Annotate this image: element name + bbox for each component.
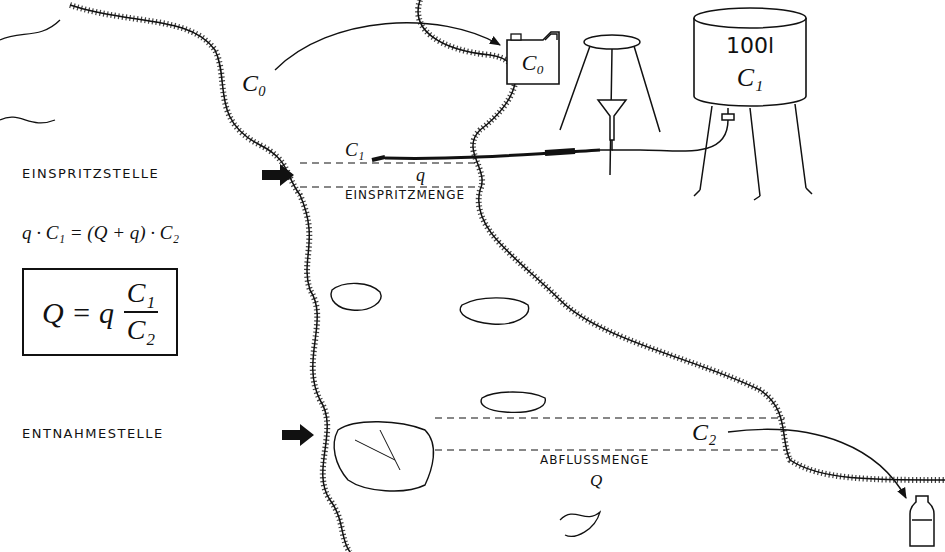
measuring-section — [435, 449, 785, 450]
section-label: EINSPRITZMENGE — [343, 189, 467, 203]
river-bank — [0, 117, 55, 123]
island — [460, 298, 528, 324]
island — [331, 283, 600, 536]
canister-outline — [511, 34, 521, 40]
fraction: C₁ C₂ — [124, 278, 158, 346]
island — [334, 422, 433, 491]
island — [481, 392, 545, 412]
concentration-label: C₂ — [690, 419, 718, 447]
sample-bottle — [910, 496, 934, 546]
injection-apparatus — [612, 108, 728, 151]
island — [355, 430, 400, 470]
concentration-label: C₁ — [343, 139, 366, 161]
location-label: EINSPRITZSTELLE — [20, 167, 161, 182]
canister-outline — [507, 32, 559, 84]
measuring-section — [300, 162, 478, 163]
injection-apparatus — [385, 150, 600, 158]
measuring-section — [300, 186, 478, 187]
fraction-bar — [124, 311, 158, 313]
injection-apparatus — [372, 157, 385, 160]
river-bank — [418, 0, 945, 480]
sample-bottle — [910, 496, 934, 546]
location-label: ENTNAHMESTELLE — [20, 427, 166, 442]
node-content: C₀ — [503, 28, 563, 88]
quantity-label: q — [414, 165, 427, 186]
sample-arrow — [275, 23, 906, 498]
formula-text: Q = q — [42, 296, 114, 329]
symbol-text: C₁ — [737, 64, 763, 93]
node-content: 100lC₁ — [690, 4, 810, 108]
canister-symbol: C₀ — [503, 28, 563, 88]
island — [331, 283, 381, 310]
canister-outline — [545, 34, 557, 40]
injection-apparatus — [722, 114, 734, 120]
sample-arrow — [275, 23, 500, 70]
injection-apparatus — [600, 140, 612, 150]
symbol-text: C₀ — [522, 51, 544, 75]
injection-apparatus — [694, 104, 812, 200]
sample-bottle — [912, 519, 932, 521]
drum-outline — [694, 8, 806, 28]
drum-outline — [694, 18, 806, 106]
section-label: ABFLUSSMENGE — [538, 454, 651, 468]
equation: q · C₁ = (Q + q) · C₂ — [20, 222, 181, 244]
formula-box: Q = q C₁ C₂ — [22, 268, 178, 356]
location-arrow — [282, 424, 314, 446]
quantity-label: Q — [588, 471, 604, 491]
river-bank — [418, 0, 945, 480]
island — [560, 512, 600, 536]
location-arrow — [262, 164, 314, 446]
measuring-section — [435, 417, 785, 418]
location-arrow — [262, 164, 294, 186]
injection-apparatus — [598, 100, 626, 140]
injection-apparatus — [560, 46, 660, 175]
denominator: C₂ — [127, 315, 155, 346]
sample-arrow — [728, 429, 906, 498]
injection-apparatus — [545, 151, 575, 153]
injection-apparatus — [584, 35, 640, 49]
concentration-label: C₀ — [240, 70, 268, 98]
river-bank — [0, 20, 60, 40]
node-content: Q = q C₁ C₂ — [42, 278, 158, 346]
measuring-section — [300, 163, 785, 450]
numerator: C₁ — [127, 278, 155, 309]
drum-symbol: 100lC₁ — [690, 4, 810, 108]
symbol-text: 100l — [726, 34, 774, 58]
